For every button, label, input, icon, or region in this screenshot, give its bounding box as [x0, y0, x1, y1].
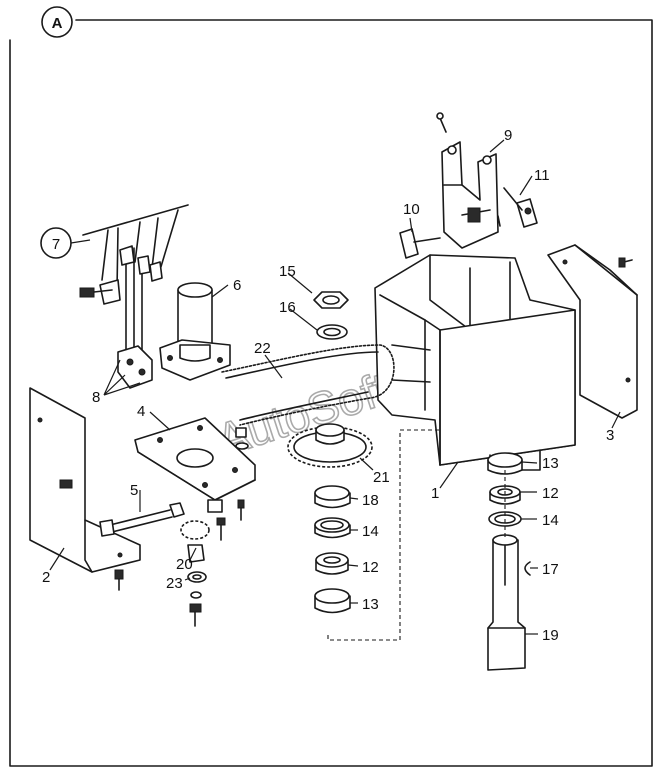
- part-mounting-plate: [134, 417, 256, 513]
- callout-14-center: 14: [362, 523, 379, 540]
- leader-lines: [49, 139, 621, 635]
- part-shaft: [487, 534, 526, 671]
- part-fitting-block: [117, 345, 153, 389]
- callout-14-right: 14: [542, 512, 559, 529]
- part-nut-15: [313, 291, 349, 309]
- callout-11: 11: [534, 167, 550, 184]
- callout-20: 20: [176, 556, 193, 573]
- callout-10: 10: [403, 201, 420, 218]
- part-clip-17: [524, 561, 531, 576]
- callout-19: 19: [542, 627, 559, 644]
- part-bracket: [436, 112, 499, 249]
- part-drive-chain: [221, 344, 395, 426]
- callout-13-right: 13: [542, 455, 559, 472]
- section-label: A: [52, 15, 63, 32]
- callout-18: 18: [362, 492, 379, 509]
- assembly-line-center: [327, 429, 440, 641]
- callout-4: 4: [137, 403, 145, 420]
- part-small-fasteners: [216, 427, 249, 541]
- part-spacer-23: [187, 571, 207, 627]
- part-side-cover: [547, 244, 638, 419]
- part-sprocket-small: [180, 520, 210, 563]
- callout-2: 2: [42, 569, 50, 586]
- part-pin-10: [399, 228, 441, 259]
- callout-7: 8: [92, 389, 100, 406]
- callout-16: 16: [279, 299, 296, 316]
- callout-3: 3: [606, 427, 614, 444]
- part-washer-16: [316, 324, 348, 340]
- callout-8: 7: [52, 236, 60, 253]
- callout-1: 1: [431, 485, 439, 502]
- part-motor: [159, 282, 231, 381]
- part-bolt: [99, 502, 185, 537]
- callout-5: 5: [130, 482, 138, 499]
- diagram-frame: [9, 19, 653, 767]
- callout-17: 17: [542, 561, 559, 578]
- section-badge: [41, 6, 73, 38]
- part-brake-lines: [79, 204, 189, 356]
- callout-6: 6: [233, 277, 241, 294]
- callout-13-center: 13: [362, 596, 379, 613]
- callout-23: 23: [166, 575, 183, 592]
- callout-12-center: 12: [362, 559, 379, 576]
- part-bearing-stack-center: [314, 485, 351, 614]
- part-sprocket-large: [287, 423, 373, 468]
- part-housing: [374, 254, 576, 471]
- callout-15: 15: [279, 263, 296, 280]
- callout-21: 21: [373, 469, 390, 486]
- part-guard-plate: [29, 387, 141, 591]
- callout-12-right: 12: [542, 485, 559, 502]
- part-pin-11: [497, 187, 538, 228]
- callout-labels: 1 2 3 4 5 6 8 9 10 11 12 12 13 13 14 14 …: [42, 127, 614, 644]
- callout-22: 22: [254, 340, 271, 357]
- callout-9: 9: [504, 127, 512, 144]
